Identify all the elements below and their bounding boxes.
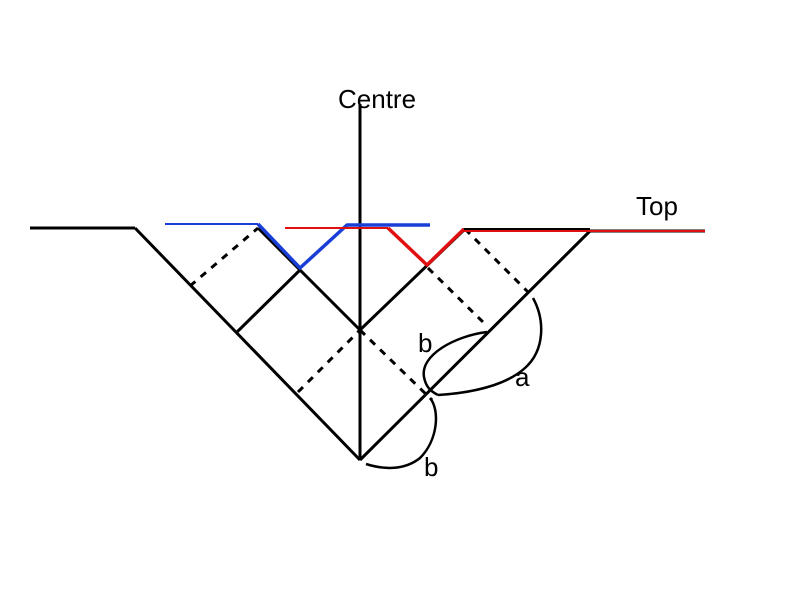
dashed-left-upper bbox=[189, 226, 259, 288]
label-top: Top bbox=[636, 191, 678, 221]
inner-v-left bbox=[256, 226, 362, 332]
brace-b-upper bbox=[422, 330, 488, 397]
red-v-profile bbox=[386, 226, 466, 267]
dashed-right-mid bbox=[426, 266, 489, 328]
brace-b-lower bbox=[365, 397, 438, 470]
brace-a bbox=[437, 297, 543, 397]
label-b-lower: b bbox=[424, 452, 438, 482]
label-centre: Centre bbox=[338, 84, 416, 114]
outer-v-left bbox=[133, 226, 362, 462]
left-cross-solid bbox=[235, 268, 302, 334]
blue-v-profile bbox=[256, 222, 430, 270]
dashed-right-upper bbox=[463, 227, 530, 294]
dashed-right-lower bbox=[358, 328, 434, 402]
label-b-upper: b bbox=[418, 328, 432, 358]
dashed-left-lower bbox=[296, 328, 362, 394]
label-a: a bbox=[515, 362, 530, 392]
outer-v-right bbox=[358, 229, 592, 462]
